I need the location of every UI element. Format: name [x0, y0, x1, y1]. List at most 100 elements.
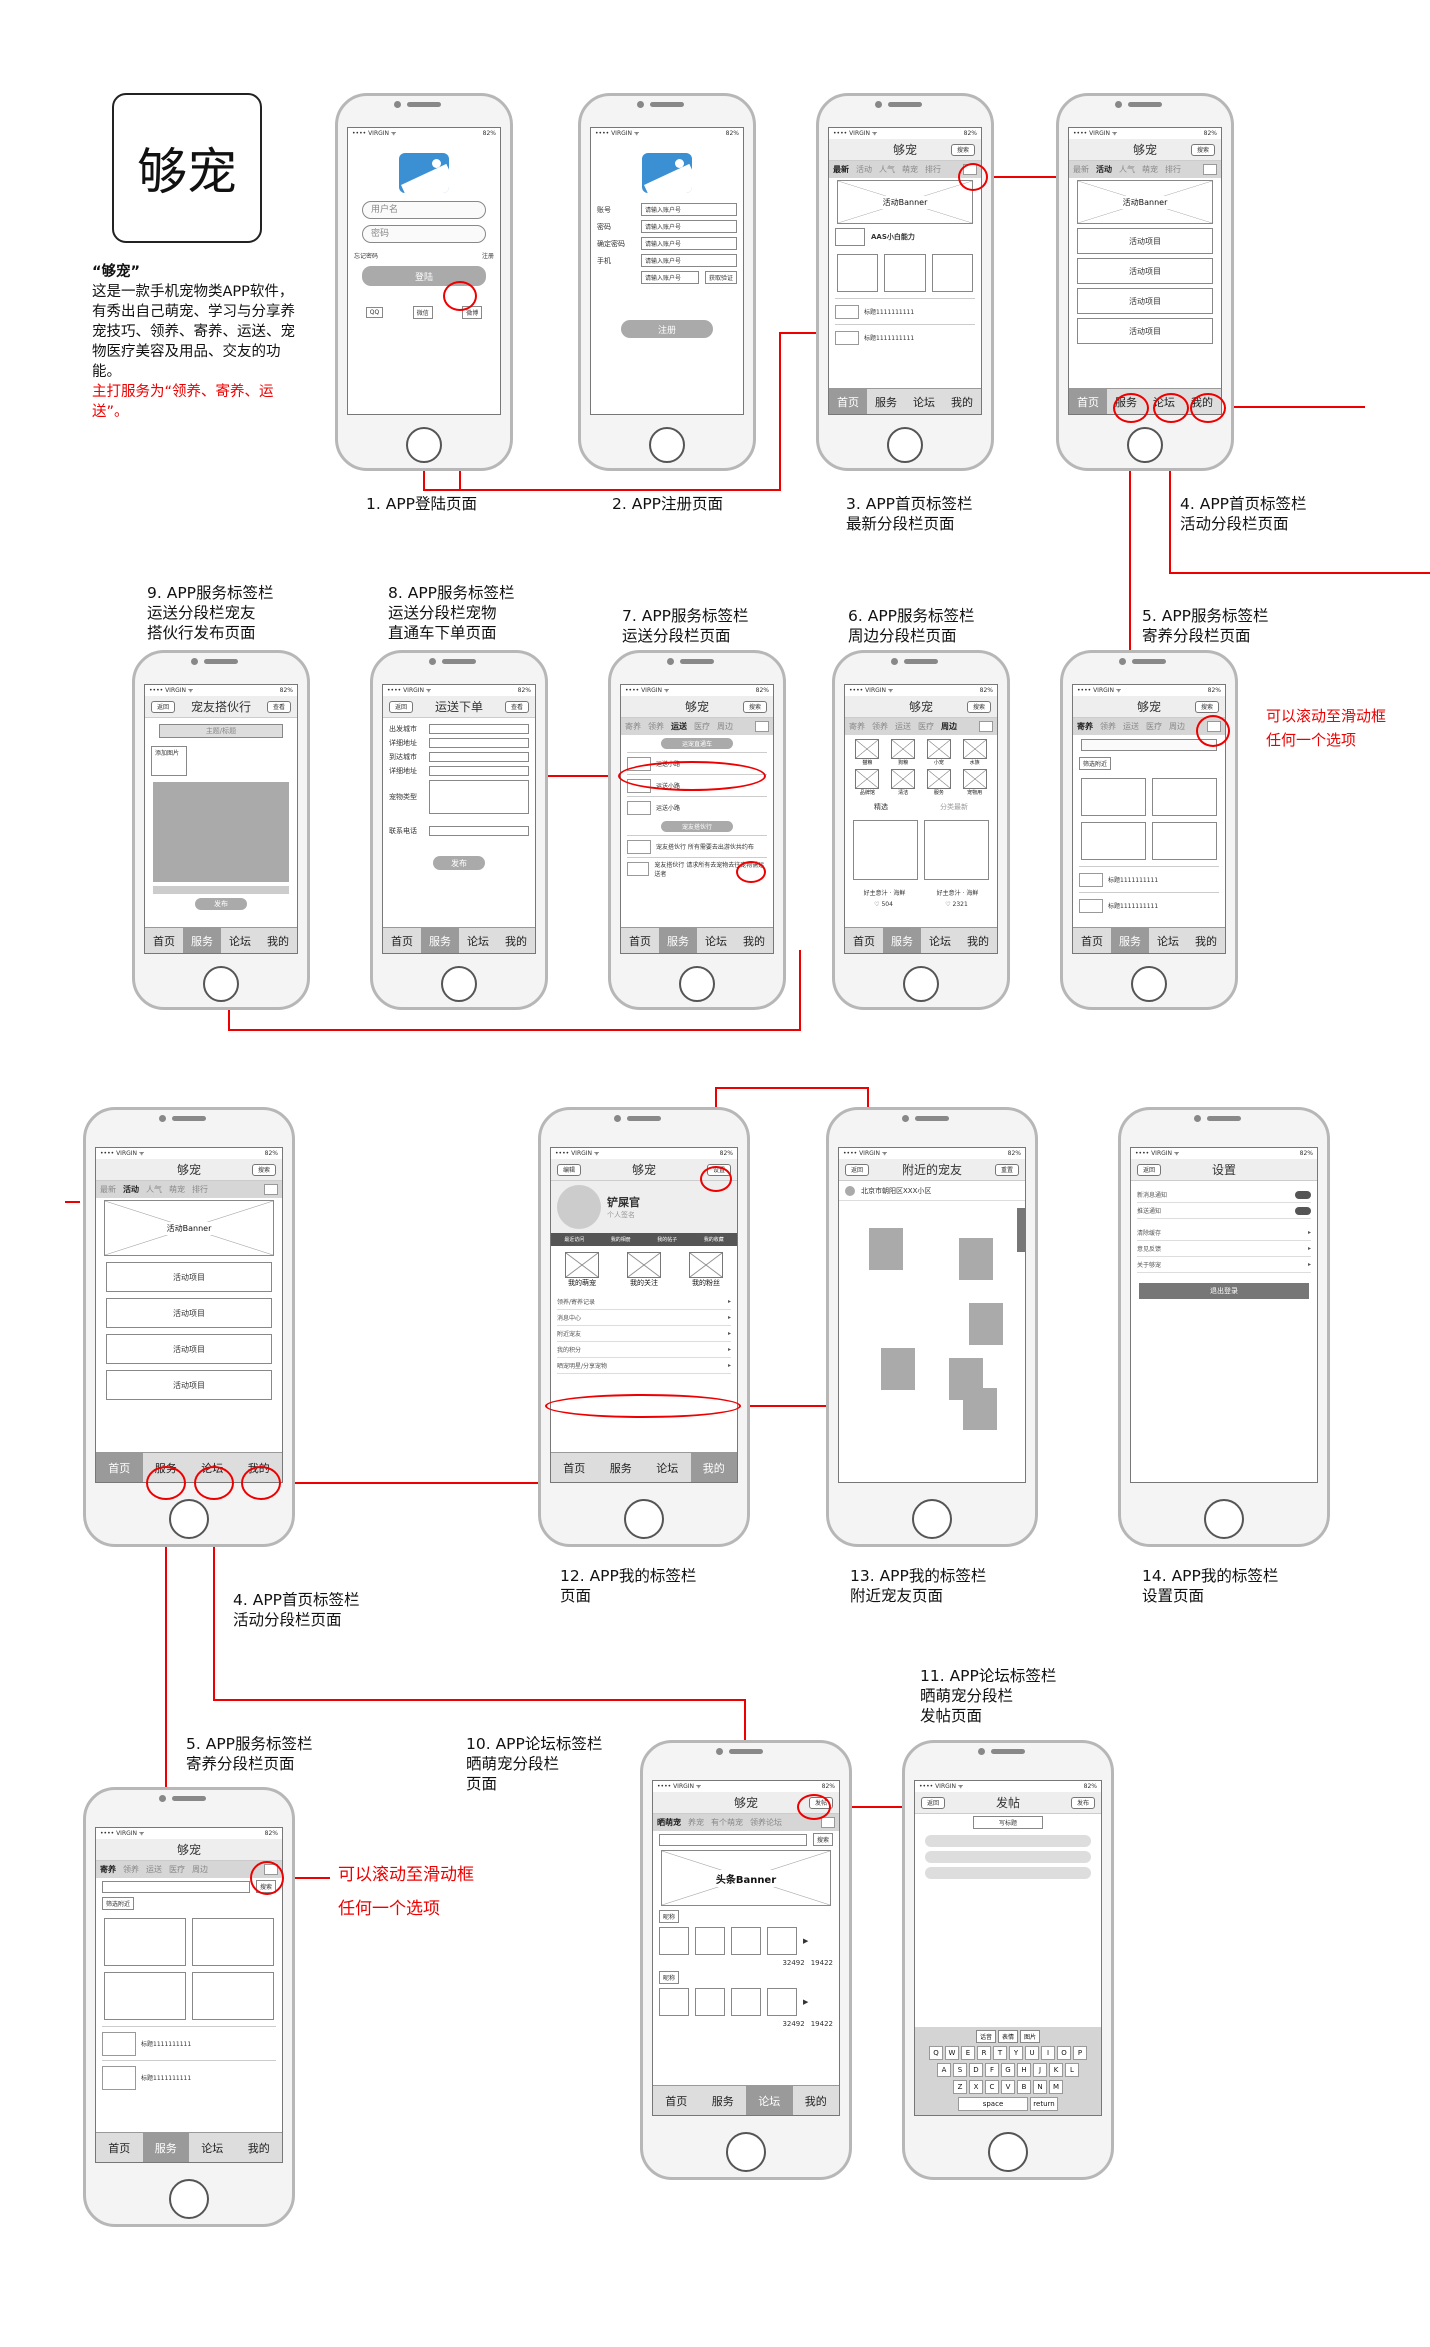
key-t[interactable]: T	[993, 2046, 1007, 2060]
forgot-password-link[interactable]: 忘记密码	[354, 253, 379, 260]
key-h[interactable]: H	[1017, 2063, 1031, 2077]
activity-item[interactable]: 活动项目	[1077, 288, 1213, 314]
address-field[interactable]	[429, 766, 529, 776]
verify-code-button[interactable]: 获取验证	[704, 271, 737, 284]
back-button[interactable]: 返回	[845, 1164, 870, 1176]
activity-item[interactable]: 活动项目	[106, 1298, 272, 1328]
phone-field[interactable]	[429, 826, 529, 836]
password-field[interactable]: 请输入账户号	[641, 220, 737, 233]
image-placeholder-icon	[399, 153, 449, 193]
menu-item[interactable]: 领养/寄养记录▸	[557, 1294, 731, 1310]
confirm-password-field[interactable]: 请输入账户号	[641, 237, 737, 250]
register-link[interactable]: 注册	[481, 253, 494, 260]
publish-button[interactable]: 发布	[195, 898, 247, 910]
tab-home[interactable]: 首页	[96, 1453, 143, 1482]
notification-toggle[interactable]	[1295, 1190, 1311, 1199]
key-v[interactable]: V	[1001, 2080, 1015, 2094]
caption-2: 2. APP注册页面	[612, 495, 724, 513]
caption-7: 7. APP服务标签栏 运送分段栏页面	[622, 607, 749, 645]
key-s[interactable]: S	[953, 2063, 967, 2077]
caption-6: 6. APP服务标签栏 周边分段栏页面	[848, 607, 975, 645]
key-j[interactable]: J	[1033, 2063, 1047, 2077]
back-button[interactable]: 返回	[151, 701, 176, 713]
intro-highlight: 主打服务为“领养、寄养、运送”。	[92, 384, 274, 420]
activity-item[interactable]: 活动项目	[106, 1262, 272, 1292]
feedback-row[interactable]: 意见反馈▸	[1137, 1241, 1311, 1257]
qq-login-button[interactable]: QQ	[365, 307, 384, 318]
key-r[interactable]: R	[977, 2046, 991, 2060]
title-input[interactable]: 写标题	[973, 1816, 1043, 1829]
back-button[interactable]: 返回	[921, 1797, 946, 1809]
signup-submit-button[interactable]: 注册	[621, 320, 713, 338]
intro-title: “够宠”	[92, 264, 141, 280]
logout-button[interactable]: 退出登录	[1139, 1283, 1309, 1299]
password-input[interactable]: 密码	[362, 225, 486, 243]
arrival-city-select[interactable]	[429, 752, 529, 762]
key-x[interactable]: X	[969, 2080, 983, 2094]
app-logo: 够宠	[112, 93, 262, 243]
add-photo-button[interactable]: 添加图片	[151, 746, 187, 776]
avatar	[557, 1185, 601, 1229]
caption-9: 9. APP服务标签栏 运送分段栏宠友 搭伙行发布页面	[147, 584, 274, 642]
publish-button[interactable]: 发布	[433, 856, 485, 870]
key-k[interactable]: K	[1049, 2063, 1063, 2077]
key-m[interactable]: M	[1049, 2080, 1063, 2094]
send-button[interactable]: 发布	[1070, 1797, 1095, 1809]
filter-button[interactable]: 筛选附近	[1079, 757, 1112, 770]
account-field[interactable]: 请输入账户号	[641, 203, 737, 216]
activity-item[interactable]: 活动项目	[1077, 318, 1213, 344]
key-z[interactable]: Z	[953, 2080, 967, 2094]
pet-type-field[interactable]	[429, 780, 529, 814]
reset-button[interactable]: 重置	[994, 1164, 1019, 1176]
key-b[interactable]: B	[1017, 2080, 1031, 2094]
key-f[interactable]: F	[985, 2063, 999, 2077]
push-toggle[interactable]	[1295, 1206, 1311, 1215]
key-u[interactable]: U	[1025, 2046, 1039, 2060]
activity-item[interactable]: 活动项目	[1077, 228, 1213, 254]
phone-field[interactable]: 请输入账户号	[641, 254, 737, 267]
clear-cache-row[interactable]: 清除缓存▸	[1137, 1225, 1311, 1241]
wechat-login-button[interactable]: 微信	[412, 306, 433, 319]
address-field[interactable]	[429, 738, 529, 748]
key-e[interactable]: E	[961, 2046, 975, 2060]
caption-5b: 5. APP服务标签栏 寄养分段栏页面	[186, 1735, 313, 1773]
key-y[interactable]: Y	[1009, 2046, 1023, 2060]
key-p[interactable]: P	[1073, 2046, 1087, 2060]
edit-button[interactable]: 编辑	[557, 1164, 582, 1176]
back-button[interactable]: 返回	[1137, 1164, 1162, 1176]
menu-item[interactable]: 我的积分▸	[557, 1342, 731, 1358]
key-o[interactable]: O	[1057, 2046, 1071, 2060]
key-n[interactable]: N	[1033, 2080, 1047, 2094]
key-c[interactable]: C	[985, 2080, 999, 2094]
search-button[interactable]: 搜索	[950, 144, 975, 156]
menu-item[interactable]: 晒宠明星/分享宠物▸	[557, 1358, 731, 1374]
home-button-icon	[406, 427, 442, 463]
menu-item-nearby[interactable]: 附近宠友▸	[557, 1326, 731, 1342]
key-a[interactable]: A	[937, 2063, 951, 2077]
key-q[interactable]: Q	[929, 2046, 943, 2060]
activity-item[interactable]: 活动项目	[106, 1334, 272, 1364]
key-d[interactable]: D	[969, 2063, 983, 2077]
map-area[interactable]	[849, 1208, 1025, 1452]
caption-1: 1. APP登陆页面	[366, 495, 478, 513]
about-row[interactable]: 关于够宠▸	[1137, 1257, 1311, 1273]
key-i[interactable]: I	[1041, 2046, 1055, 2060]
caption-12: 12. APP我的标签栏 页面	[560, 1567, 697, 1605]
back-button[interactable]: 返回	[389, 701, 414, 713]
key-g[interactable]: G	[1001, 2063, 1015, 2077]
key-w[interactable]: W	[945, 2046, 959, 2060]
activity-item[interactable]: 活动项目	[106, 1370, 272, 1400]
departure-city-select[interactable]	[429, 724, 529, 734]
activity-item[interactable]: 活动项目	[1077, 258, 1213, 284]
menu-item[interactable]: 消息中心▸	[557, 1310, 731, 1326]
username-input[interactable]: 用户名	[362, 201, 486, 219]
key-l[interactable]: L	[1065, 2063, 1079, 2077]
